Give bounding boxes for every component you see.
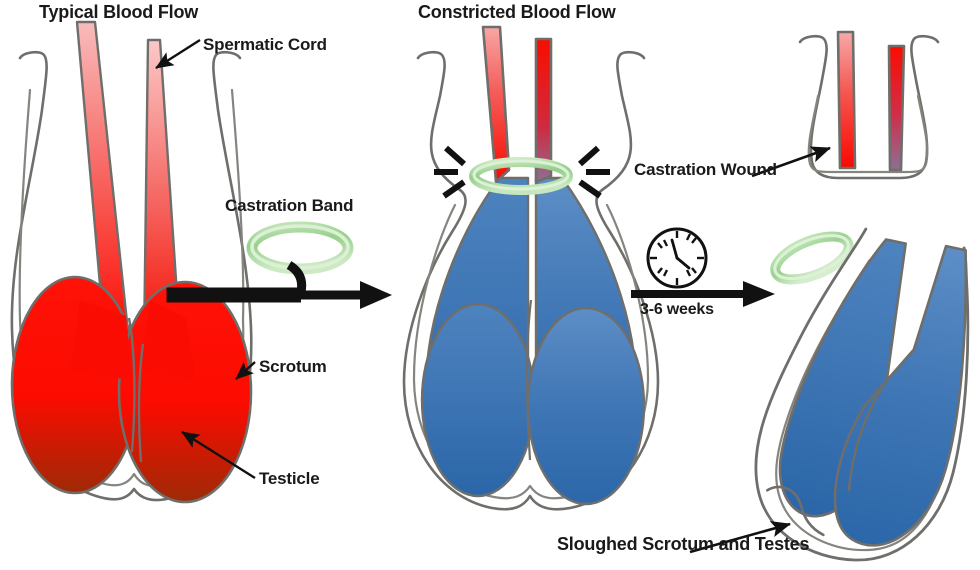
- wound-artery-stump: [836, 30, 857, 170]
- discarded-band-ring-icon: [770, 231, 854, 285]
- label-sloughed-scrotum: Sloughed Scrotum and Testes: [557, 534, 810, 554]
- sloughed-leader: [689, 521, 792, 554]
- page-title-typical: Typical Blood Flow: [39, 2, 199, 22]
- applied-castration-band-icon: [469, 157, 573, 195]
- congested-cleft: [526, 299, 533, 461]
- panel-castration-wound: [751, 30, 940, 180]
- label-castration-wound: Castration Wound: [634, 160, 777, 179]
- testicle-right-neck: [140, 300, 196, 380]
- panel-sloughed-scrotum: [754, 227, 970, 562]
- arrow-head-2: [743, 281, 775, 307]
- testicle-left-neck: [70, 300, 132, 380]
- constricted-vein-cord: [534, 37, 553, 184]
- scrotum-leader: [235, 361, 256, 380]
- wound-stump-inner: [807, 94, 929, 174]
- spermatic-cord-leader: [155, 38, 201, 70]
- label-time-elapsed: 3-6 weeks: [640, 301, 714, 318]
- testicle-leader: [181, 430, 256, 480]
- testicle-left-edge: [127, 317, 136, 453]
- page-title-constricted: Constricted Blood Flow: [418, 2, 616, 22]
- testicle-right-edge: [137, 343, 145, 463]
- sloughed-outline-outer: [754, 227, 970, 562]
- clock-icon: [646, 227, 708, 289]
- panel-typical-blood-flow: [10, 20, 256, 504]
- wound-stump-outline: [798, 34, 940, 180]
- label-castration-band: Castration Band: [225, 196, 354, 215]
- scrotum-outline-outer: [10, 50, 253, 502]
- congested-testicle-right: [526, 306, 646, 506]
- castration-wound-leader: [751, 146, 831, 178]
- constricted-artery-cord: [481, 25, 511, 184]
- scrotum-outline-inner-2: [412, 203, 650, 500]
- scrotum-outline-outer-2: [402, 50, 660, 511]
- wound-vein-stump: [887, 44, 906, 172]
- label-spermatic-cord: Spermatic Cord: [203, 35, 327, 54]
- transition-band-arrow: [166, 221, 392, 309]
- sloughed-lobe-right: [833, 244, 968, 547]
- sloughed-tail-notch: [766, 485, 825, 537]
- label-testicle: Testicle: [259, 469, 320, 488]
- congested-testicle-left: [420, 302, 536, 498]
- transition-time-arrow: [631, 227, 854, 307]
- arrow-head-1: [360, 281, 392, 309]
- castration-band-ring-icon: [246, 221, 354, 275]
- panel-constricted-blood-flow: [402, 25, 660, 511]
- label-scrotum: Scrotum: [259, 357, 327, 376]
- sloughed-cleft: [847, 380, 888, 492]
- constriction-burst-icon: [434, 145, 610, 199]
